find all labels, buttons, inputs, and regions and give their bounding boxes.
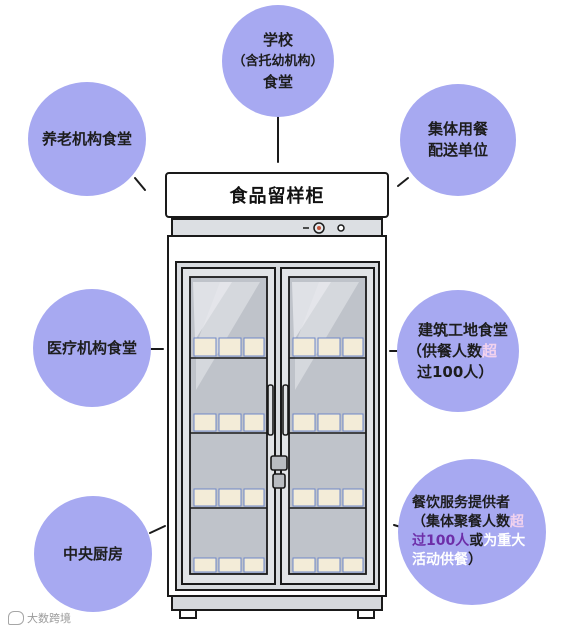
watermark-logo-icon: [8, 611, 24, 625]
connector-elderly: [134, 177, 146, 191]
cabinet-base: [171, 595, 383, 611]
cabinet-foot-left: [179, 609, 197, 619]
bubble-elderly: 养老机构食堂: [28, 82, 146, 196]
cabinet-title: 食品留样柜: [229, 186, 325, 207]
bubble-school: 学校 （含托幼机构） 食堂: [222, 5, 334, 117]
watermark: 大数跨境: [8, 610, 71, 626]
sample-containers: [193, 337, 364, 573]
left-door: [181, 267, 276, 585]
bubble-catering: 餐饮服务提供者 （集体聚餐人数超 过100人或为重大 活动供餐）: [398, 459, 546, 605]
control-bar: [171, 218, 383, 237]
connector-delivery: [397, 177, 409, 187]
cabinet-foot-right: [357, 609, 375, 619]
right-handle-icon: [282, 384, 289, 436]
cabinet-title-box: [165, 172, 389, 218]
bubble-medical: 医疗机构食堂: [33, 289, 151, 407]
shelves: [190, 357, 366, 509]
control-button-icon: [337, 224, 345, 232]
left-handle-icon: [267, 384, 274, 436]
bubble-central: 中央厨房: [34, 496, 152, 612]
lock-icon: [270, 455, 288, 471]
connector-lines: [134, 112, 409, 534]
control-light-icon: [317, 226, 321, 230]
bubble-delivery: 集体用餐 配送单位: [400, 84, 516, 196]
bubble-construction: 建筑工地食堂 （供餐人数超 过100人）: [397, 290, 519, 412]
connector-central: [149, 525, 166, 534]
